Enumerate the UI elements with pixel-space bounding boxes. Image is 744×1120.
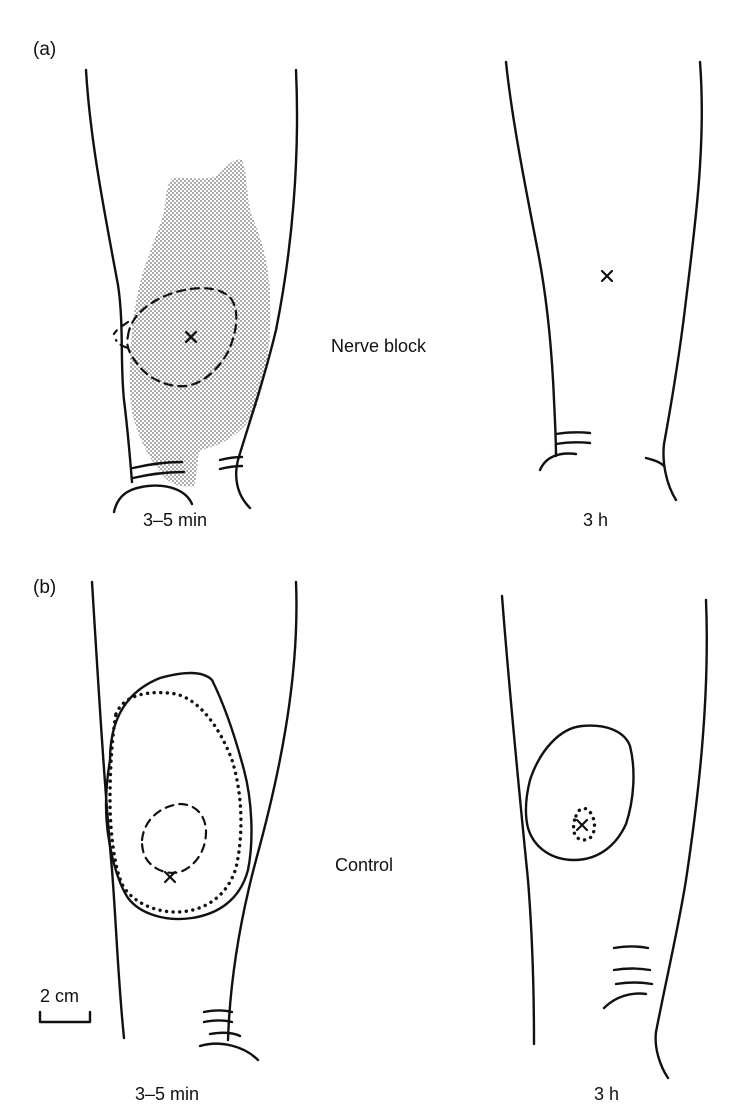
panel-b-right-time-label: 3 h — [594, 1084, 620, 1104]
nerve-block-label: Nerve block — [331, 336, 427, 356]
wheal-outline-dashed — [140, 802, 208, 874]
flare-outline-solid — [524, 724, 635, 862]
panel-a-left-time-label: 3–5 min — [143, 510, 208, 530]
panel-a-right-forearm — [504, 60, 703, 502]
injection-site-mark — [600, 269, 614, 283]
wrist-curve — [112, 484, 194, 514]
forearm-outline-left — [500, 594, 536, 1046]
wheal-outline-dotted — [571, 806, 597, 842]
injection-site-mark — [184, 330, 198, 344]
wrist-curve — [602, 992, 648, 1010]
wrist-crease-2 — [131, 470, 186, 480]
flare-outline-dotted — [108, 690, 243, 914]
wheal-dashed-extension — [112, 320, 130, 350]
scale-bar — [38, 1010, 92, 1024]
forearm-outline-right — [654, 598, 708, 1080]
wrist-crease-3 — [208, 1031, 242, 1038]
forearm-outline-left — [84, 68, 134, 484]
panel-b-label: (b) — [33, 577, 57, 598]
wrist-crease-1 — [202, 1009, 234, 1014]
panel-b-right-forearm — [500, 594, 708, 1080]
wrist-crease-3 — [218, 455, 244, 462]
control-label: Control — [335, 855, 394, 875]
panel-b-left-forearm — [90, 580, 298, 1062]
wrist-crease-2 — [554, 441, 592, 446]
forearm-outline-left — [504, 60, 558, 458]
wrist-crease-1 — [612, 945, 650, 950]
forearm-outline-right — [662, 60, 703, 502]
wrist-crease-1 — [554, 431, 592, 436]
wrist-crease-2 — [202, 1019, 234, 1024]
wrist-crease-4 — [218, 464, 244, 471]
injection-site-mark — [163, 870, 177, 884]
flare-outline-solid — [104, 671, 253, 921]
injection-site-mark — [575, 818, 589, 832]
forearm-outline-right — [226, 580, 298, 1042]
wrist-curve — [198, 1042, 260, 1062]
panel-a-left-forearm — [84, 68, 299, 514]
scale-bar-label: 2 cm — [40, 986, 80, 1006]
wrist-crease-3 — [644, 456, 666, 468]
panel-a-label: (a) — [33, 39, 57, 60]
flare-area-stippled — [129, 159, 271, 487]
wrist-crease-1 — [131, 460, 184, 470]
wrist-crease-3 — [614, 981, 654, 986]
forearm-outline-left — [90, 580, 126, 1040]
panel-a-right-time-label: 3 h — [583, 510, 609, 530]
wrist-crease-2 — [612, 967, 652, 972]
forearm-outline-right — [235, 68, 299, 510]
wrist-curve — [538, 452, 578, 472]
panel-b-left-time-label: 3–5 min — [135, 1084, 200, 1104]
wheal-outline-dashed — [126, 287, 238, 388]
